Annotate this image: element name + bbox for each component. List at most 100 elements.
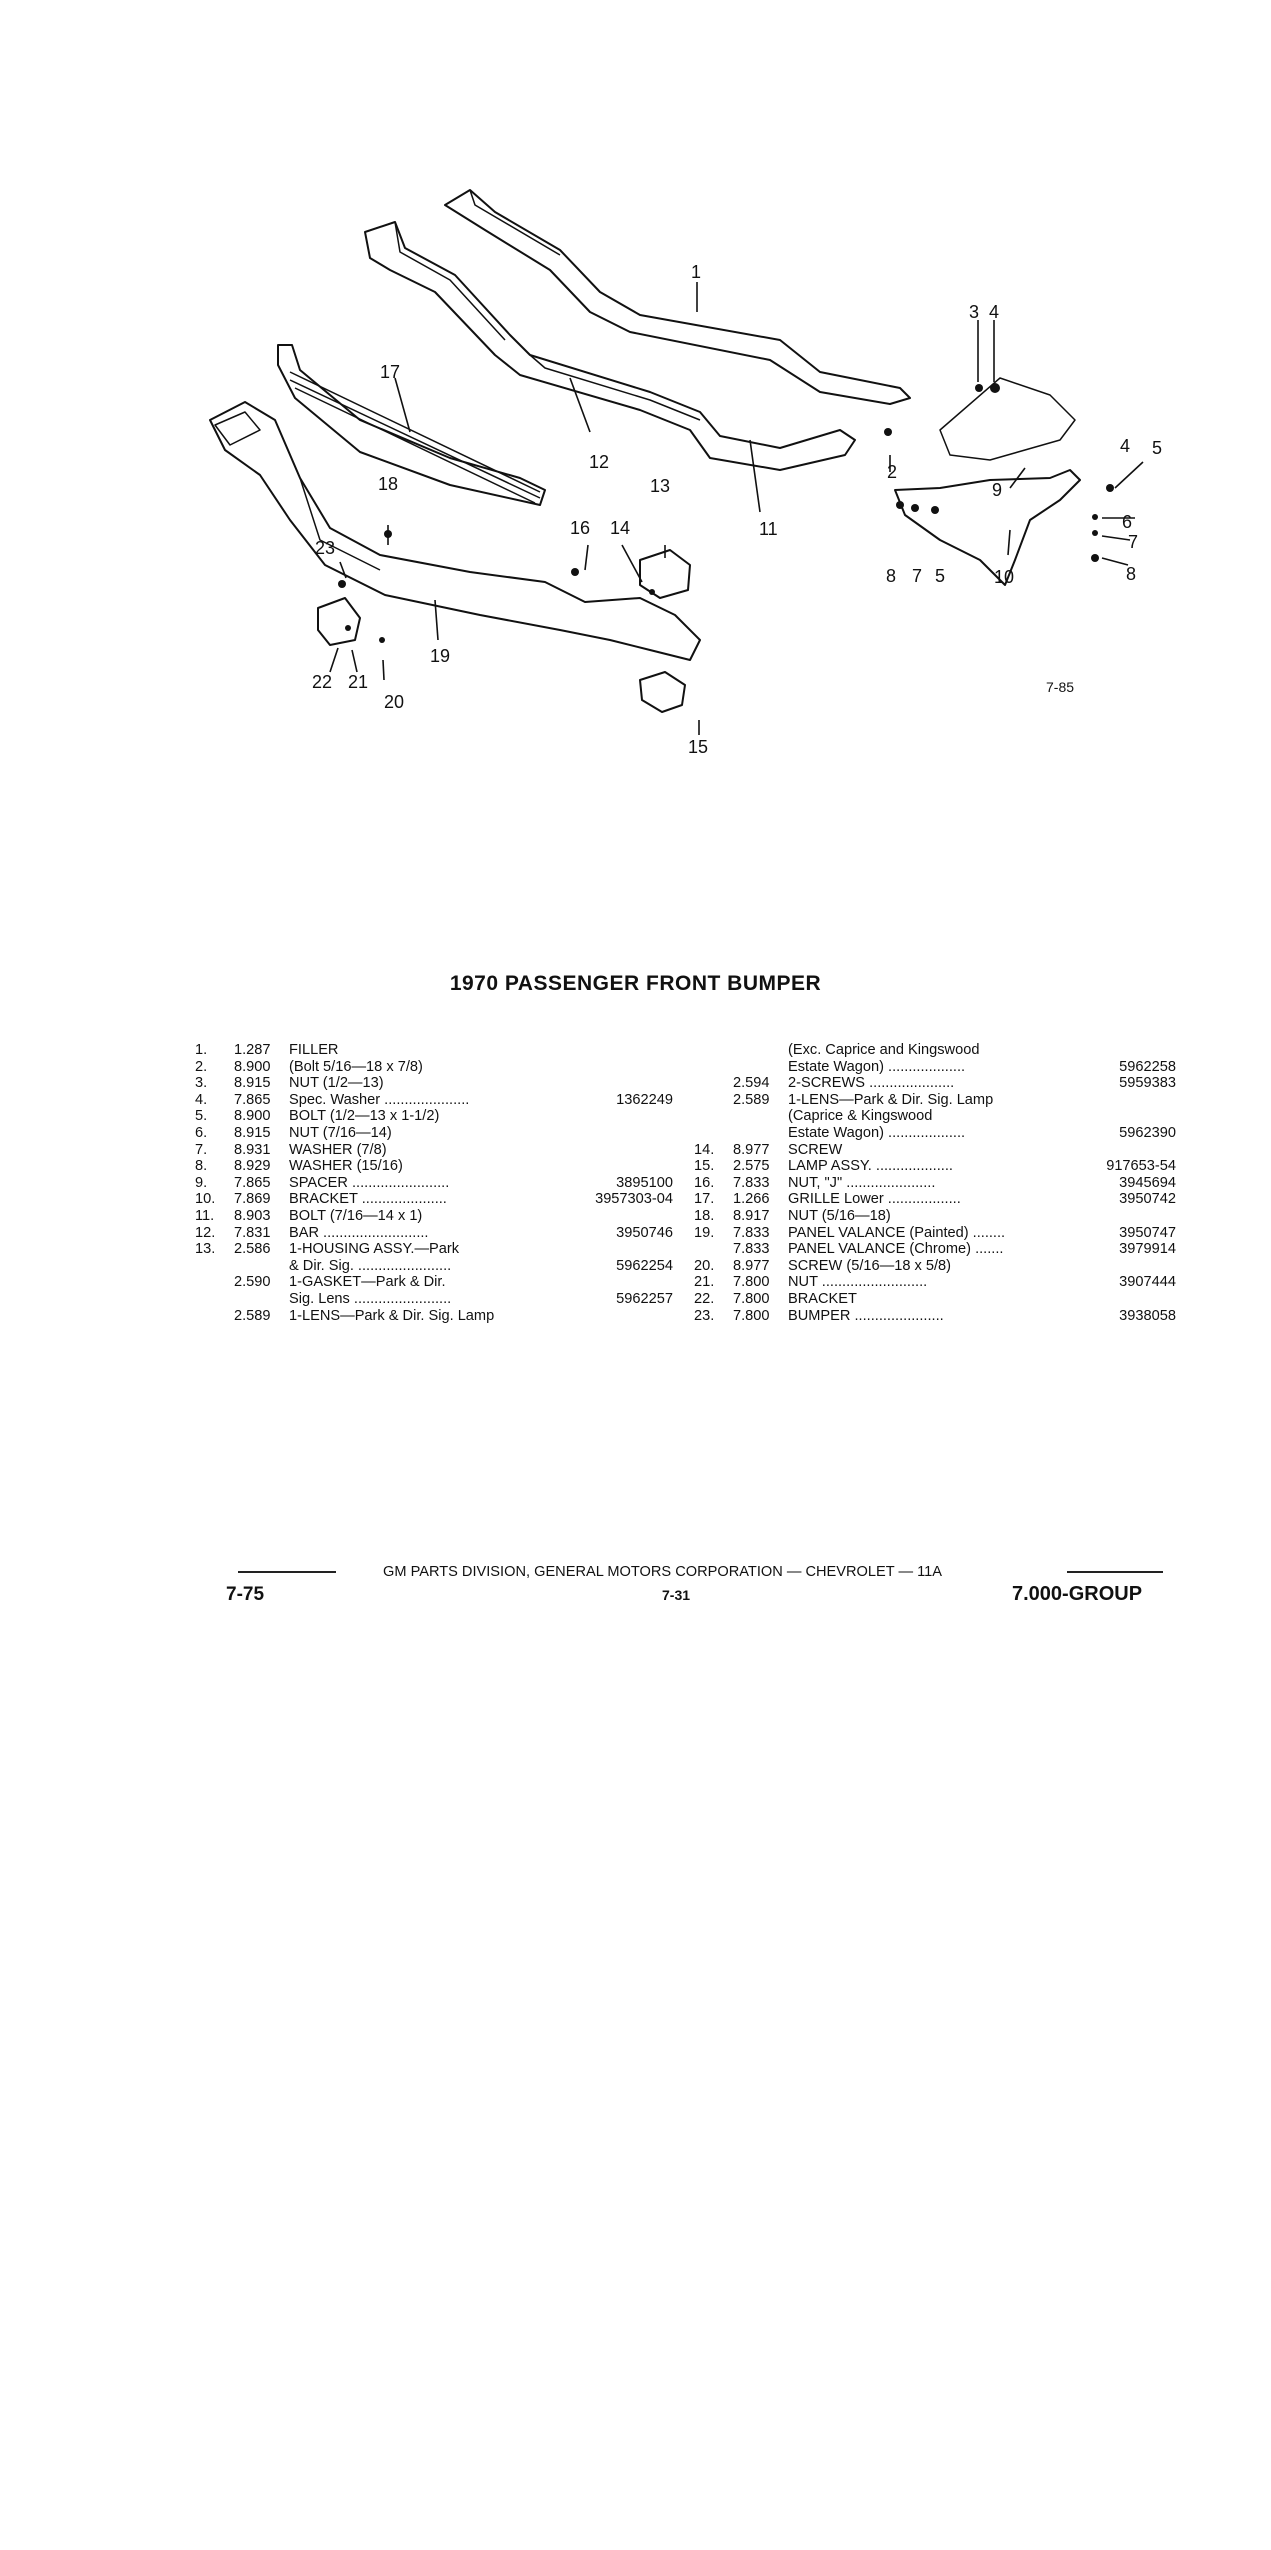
group-code: 2.590 bbox=[234, 1274, 271, 1291]
callout-20: 20 bbox=[384, 692, 404, 712]
item-number: 16. bbox=[694, 1174, 715, 1191]
group-code: 8.977 bbox=[733, 1141, 770, 1158]
part-description: NUT (7/16—14) bbox=[289, 1124, 392, 1141]
part-description: BOLT (1/2—13 x 1-1/2) bbox=[289, 1108, 440, 1125]
group-code: 2.589 bbox=[733, 1091, 770, 1108]
group-code: 2.589 bbox=[234, 1307, 271, 1324]
part-number: 5962254 bbox=[616, 1257, 673, 1274]
part-number: 1362249 bbox=[616, 1091, 673, 1108]
part-number: 3957303-04 bbox=[595, 1191, 673, 1208]
valance-panel-part-19 bbox=[209, 401, 701, 661]
parts-list-row: Estate Wagon) ...................5962390 bbox=[694, 1125, 1176, 1142]
part-description: NUT (1/2—13) bbox=[289, 1075, 384, 1092]
item-number: 2. bbox=[195, 1058, 208, 1075]
item-number: 13. bbox=[195, 1241, 216, 1258]
part-description: (Bolt 5/16—18 x 7/8) bbox=[289, 1058, 423, 1075]
group-code: 8.915 bbox=[234, 1075, 271, 1092]
part-description: WASHER (15/16) bbox=[289, 1158, 403, 1175]
part-description: (Caprice & Kingswood bbox=[788, 1108, 933, 1125]
page-title: 1970 PASSENGER FRONT BUMPER bbox=[449, 972, 822, 995]
part-description: SCREW bbox=[788, 1141, 843, 1158]
parts-list-row: 1. 1.287 FILLER bbox=[195, 1042, 673, 1059]
item-number: 4. bbox=[195, 1091, 208, 1108]
callout-11: 11 bbox=[759, 519, 778, 539]
callout-1: 1 bbox=[691, 262, 701, 282]
part-description: Estate Wagon) ................... bbox=[788, 1058, 966, 1075]
group-code: 7.831 bbox=[234, 1224, 271, 1241]
callout-3: 3 bbox=[969, 302, 979, 322]
parts-list-row: 2.590 1-GASKET—Park & Dir. bbox=[195, 1274, 673, 1291]
part-description: Estate Wagon) ................... bbox=[788, 1124, 966, 1141]
part-number: 3979914 bbox=[1119, 1241, 1176, 1258]
callout-10: 10 bbox=[994, 567, 1014, 587]
group-code: 2.586 bbox=[234, 1241, 271, 1258]
footer-group: 7.000-GROUP bbox=[1012, 1583, 1143, 1605]
callout-9: 9 bbox=[992, 480, 1002, 500]
item-number: 18. bbox=[694, 1207, 715, 1224]
part-description: GRILLE Lower .................. bbox=[788, 1191, 961, 1208]
part-number: 5962257 bbox=[616, 1290, 673, 1307]
group-code: 8.915 bbox=[234, 1124, 271, 1141]
part-description: 1-GASKET—Park & Dir. bbox=[289, 1274, 446, 1291]
item-number: 7. bbox=[195, 1141, 208, 1158]
item-number: 10. bbox=[195, 1191, 216, 1208]
item-number: 20. bbox=[694, 1257, 715, 1274]
parts-list-row: & Dir. Sig. .......................59622… bbox=[195, 1258, 673, 1275]
group-code: 2.594 bbox=[733, 1075, 770, 1092]
footer-page-left: 7-75 bbox=[226, 1584, 265, 1605]
part-description: BOLT (7/16—14 x 1) bbox=[289, 1207, 423, 1224]
part-number: 3945694 bbox=[1119, 1174, 1176, 1191]
callout-8-right: 8 bbox=[1126, 564, 1136, 584]
part-number: 917653-54 bbox=[1106, 1158, 1176, 1175]
lamp-assy-part-15 bbox=[639, 671, 686, 713]
item-number: 22. bbox=[694, 1290, 715, 1307]
group-code: 8.977 bbox=[733, 1257, 770, 1274]
callout-16: 16 bbox=[570, 518, 590, 538]
group-code: 2.575 bbox=[733, 1158, 770, 1175]
item-number: 1. bbox=[195, 1042, 208, 1058]
group-code: 7.869 bbox=[234, 1191, 271, 1208]
part-description: 1-HOUSING ASSY.—Park bbox=[289, 1241, 460, 1258]
item-number: 15. bbox=[694, 1158, 715, 1175]
part-description: PANEL VALANCE (Chrome) ....... bbox=[788, 1241, 1004, 1258]
group-code: 8.929 bbox=[234, 1158, 271, 1175]
parts-list-row: (Exc. Caprice and Kingswood bbox=[694, 1042, 1176, 1059]
item-number: 6. bbox=[195, 1124, 208, 1141]
callout-15: 15 bbox=[688, 737, 708, 757]
item-number: 9. bbox=[195, 1174, 208, 1191]
item-number: 19. bbox=[694, 1224, 715, 1241]
part-description: Sig. Lens ........................ bbox=[289, 1290, 452, 1307]
part-number: 3907444 bbox=[1119, 1274, 1176, 1291]
group-code: 7.833 bbox=[733, 1241, 770, 1258]
group-code: 1.287 bbox=[234, 1042, 271, 1058]
lamp-housing-part-13 bbox=[639, 549, 691, 599]
part-description: 2-SCREWS ..................... bbox=[788, 1075, 955, 1092]
callout-14: 14 bbox=[610, 518, 630, 538]
part-description: Spec. Washer ..................... bbox=[289, 1091, 470, 1108]
part-number: 3950746 bbox=[616, 1224, 673, 1241]
callout-13: 13 bbox=[650, 476, 670, 496]
group-code: 8.903 bbox=[234, 1207, 271, 1224]
callout-4-top: 4 bbox=[989, 302, 999, 322]
bracket-part-10 bbox=[894, 469, 1081, 586]
part-description: FILLER bbox=[289, 1042, 339, 1058]
group-code: 7.833 bbox=[733, 1174, 770, 1191]
parts-list-row: 2.8.900(Bolt 5/16—18 x 7/8) bbox=[195, 1059, 673, 1076]
part-number: 5962258 bbox=[1119, 1058, 1176, 1075]
group-code: 7.800 bbox=[733, 1307, 770, 1324]
part-number: 3950747 bbox=[1119, 1224, 1176, 1241]
callout-18: 18 bbox=[378, 474, 398, 494]
callout-17: 17 bbox=[380, 362, 400, 382]
footer-rule-left bbox=[238, 1571, 336, 1573]
part-description: BRACKET bbox=[788, 1290, 857, 1307]
